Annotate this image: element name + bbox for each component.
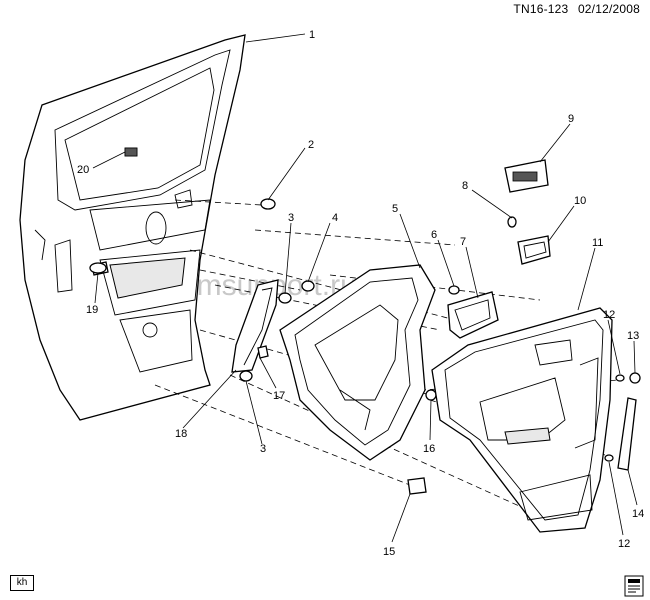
callout-6: 6: [431, 229, 437, 241]
door-frame: [19, 34, 246, 421]
part-8-screw: [507, 216, 517, 228]
part-9-switch: [504, 159, 549, 193]
callout-2: 2: [308, 139, 314, 151]
part-17-clip: [257, 345, 269, 359]
part-14-trim-strip: [617, 397, 637, 471]
part-6-screw: [448, 285, 460, 295]
fasteners: [124, 147, 641, 495]
part-7-handle-bracket: [447, 291, 499, 339]
part-16-pin: [425, 389, 437, 401]
part-10-latch: [517, 235, 551, 265]
notes-icon: [624, 575, 644, 597]
callout-9: 9: [568, 113, 574, 125]
part-5-carrier: [279, 264, 436, 461]
callout-12-lower: 12: [618, 538, 630, 550]
callout-1: 1: [309, 29, 315, 41]
callout-19: 19: [86, 304, 98, 316]
callout-13: 13: [627, 330, 639, 342]
footer-tag: kh: [10, 575, 34, 591]
callout-16: 16: [423, 443, 435, 455]
callout-3: 3: [288, 212, 294, 224]
callout-14: 14: [632, 508, 644, 520]
callout-15: 15: [383, 546, 395, 558]
callout-7: 7: [460, 236, 466, 248]
callout-12: 12: [603, 309, 615, 321]
part-11-trim-panel: [431, 307, 613, 533]
callout-11: 11: [592, 237, 603, 249]
part-12-fastener-upper: [615, 374, 625, 382]
leader-lines: [92, 33, 638, 543]
callout-18: 18: [175, 428, 187, 440]
part-3-nut-lower: [239, 370, 253, 382]
diagram-date: 02/12/2008: [577, 2, 640, 16]
callout-5: 5: [392, 203, 398, 215]
callout-4: 4: [332, 212, 338, 224]
diagram-id: TN16-123: [513, 2, 569, 16]
callout-17: 17: [273, 390, 285, 402]
callout-numbers: 1 2 3 4 5 6 7 8 9 10 11 12 13 14 15 16 1…: [77, 29, 644, 558]
part-13-plug: [629, 372, 641, 384]
callout-10: 10: [574, 195, 586, 207]
part-3-nut-upper: [278, 292, 292, 304]
callout-3-lower: 3: [260, 443, 266, 455]
part-15-retainer: [407, 477, 427, 495]
part-18-strip: [231, 279, 279, 373]
callout-20: 20: [77, 164, 89, 176]
callout-8: 8: [462, 180, 468, 192]
part-4-nut: [301, 280, 315, 292]
part-20-switch: [124, 147, 138, 157]
diagram-reference: TN16-123 02/12/2008: [507, 2, 640, 16]
part-12-fastener-lower: [604, 454, 614, 462]
part-2-clip: [260, 198, 276, 210]
